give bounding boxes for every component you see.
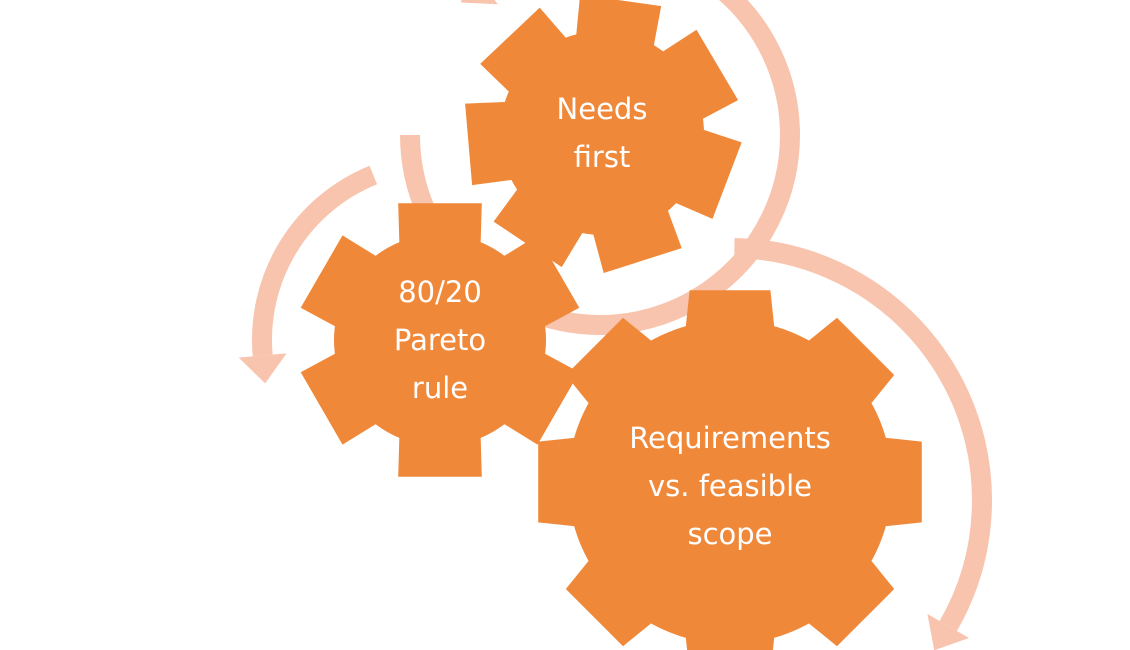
label-line: rule (411, 371, 469, 405)
label-line: Requirements (629, 421, 831, 455)
gear-label-requirements: Requirements vs. feasible scope (629, 414, 831, 558)
gear-requirements (538, 290, 922, 650)
gear-pareto (300, 203, 580, 477)
gear-label-needs-first: Needs first (557, 85, 648, 181)
cycle-arrow-right-head (927, 614, 970, 650)
label-line: first (573, 140, 631, 174)
label-line: scope (687, 517, 773, 551)
label-line: Needs (556, 92, 648, 126)
gear-needs-first (465, 0, 742, 273)
label-line: 80/20 (398, 275, 482, 309)
cycle-arrow-top-head (460, 0, 498, 5)
label-line: Pareto (393, 323, 487, 357)
gear-label-pareto: 80/20 Pareto rule (394, 268, 486, 412)
label-line: vs. feasible (647, 469, 812, 503)
cycle-arrow-left-head (238, 353, 287, 384)
cycle-arrow-left-shaft (252, 165, 378, 357)
cycle-arrow-right-shaft (734, 238, 992, 631)
